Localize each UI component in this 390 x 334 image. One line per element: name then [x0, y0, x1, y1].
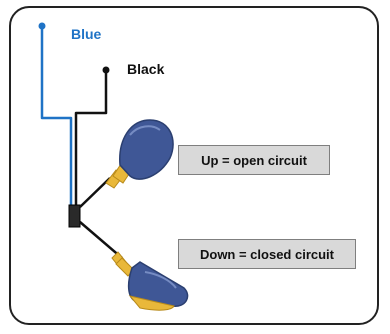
black-wire-label: Black	[127, 61, 165, 77]
lower-float-switch	[111, 251, 189, 311]
upper-float-switch	[105, 119, 174, 189]
blue-wire-terminal	[38, 22, 46, 30]
blue-wire	[40, 26, 73, 208]
up-state-callout: Up = open circuit	[178, 145, 330, 175]
lower-float-cable	[79, 221, 123, 259]
junction-block	[68, 204, 81, 228]
black-wire	[74, 70, 108, 208]
black-wire-terminal	[102, 66, 110, 74]
blue-wire-label: Blue	[71, 26, 102, 42]
down-state-callout: Down = closed circuit	[178, 239, 356, 269]
upper-float-cable	[79, 177, 111, 208]
